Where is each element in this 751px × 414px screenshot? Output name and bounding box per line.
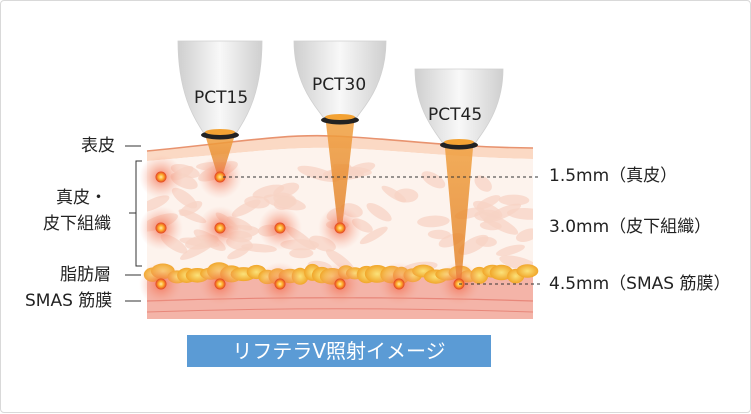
label-fat: 脂肪層 (60, 265, 111, 285)
focal-point (214, 171, 226, 183)
beam-pct30 (326, 123, 354, 228)
probe-tip-ring-pct30 (325, 114, 355, 120)
probe-tip-ring-pct45 (444, 139, 474, 145)
dermis-fiber (366, 203, 392, 222)
focal-points (139, 155, 481, 306)
dermis-fiber (458, 234, 489, 255)
dermis-fiber (289, 248, 314, 259)
dermis-fiber (252, 184, 285, 199)
label-epidermis: 表皮 (81, 136, 115, 156)
focal-point (155, 278, 167, 290)
focal-point (155, 222, 167, 234)
dermis-fiber (263, 194, 306, 211)
epidermis-band (147, 135, 533, 161)
focal-point (155, 171, 167, 183)
dermis-fiber (476, 195, 501, 210)
focal-point (334, 278, 346, 290)
dermis-fiber (479, 221, 502, 231)
focal-point (393, 278, 405, 290)
fat-blob (516, 264, 539, 278)
depth-label-3: 4.5mm（SMAS 筋膜） (549, 274, 731, 294)
dermis-bracket (129, 160, 142, 267)
dermis-fiber (171, 187, 198, 209)
dermis-fiber (496, 244, 525, 256)
dermis-fiber (474, 175, 492, 192)
dermis-fiber (244, 195, 270, 209)
dermis-fiber (498, 194, 530, 206)
probe-tip-ring-pct15 (205, 129, 235, 135)
beam-pct45 (445, 148, 473, 284)
dermis-fiber (359, 226, 388, 245)
label-smas: SMAS 筋膜 (25, 291, 113, 311)
focal-point (274, 222, 286, 234)
probe-label-pct45: PCT45 (428, 105, 483, 125)
dermis-fiber (516, 228, 533, 242)
dermis-fiber (417, 215, 450, 228)
smas-line-2 (146, 308, 534, 313)
dermis-fiber (147, 195, 170, 213)
focal-point (214, 222, 226, 234)
probes (177, 40, 504, 150)
label-dermis-2: 皮下組織 (43, 214, 111, 234)
focal-point (274, 278, 286, 290)
dermis-fiber (421, 171, 446, 189)
label-dermis-1: 真皮・ (56, 188, 107, 208)
dermis-fiber (297, 165, 340, 183)
dermis-fiber (506, 208, 533, 220)
depth-label-1: 1.5mm（真皮） (549, 166, 678, 186)
dermis-fiber (483, 203, 522, 223)
probe-label-pct30: PCT30 (312, 75, 367, 95)
dermis-fiber (381, 185, 407, 203)
focal-point (334, 222, 346, 234)
focal-point (214, 278, 226, 290)
probe-label-pct15: PCT15 (194, 88, 249, 108)
depth-label-2: 3.0mm（皮下組織） (549, 217, 712, 237)
caption-banner: リフテラV照射イメージ (187, 335, 491, 367)
